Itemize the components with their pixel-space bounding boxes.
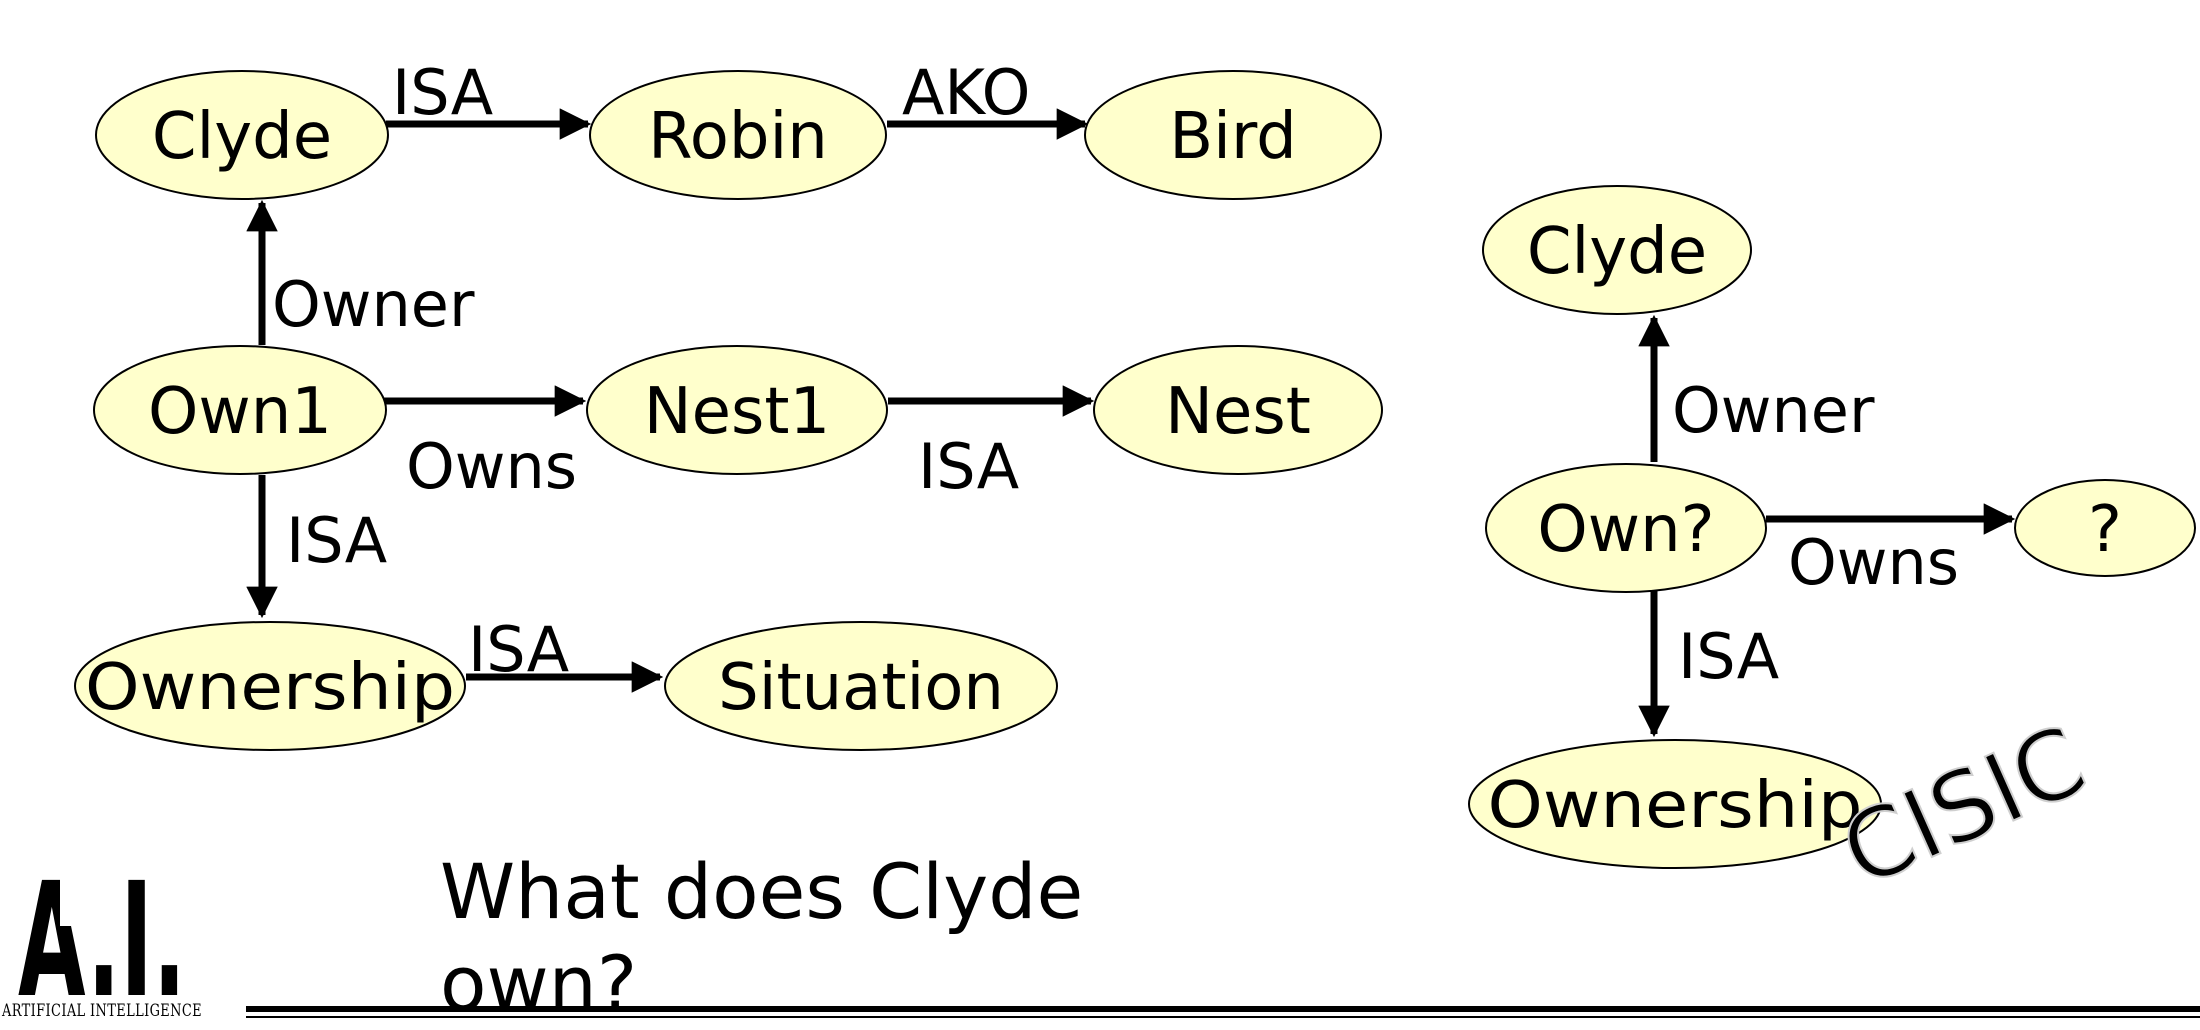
edge-label-own1-nest1: Owns: [406, 430, 577, 503]
node-nest: Nest: [1093, 345, 1383, 475]
node-right-ownership-label: Ownership: [1488, 769, 1863, 843]
edge-label-own-ownership: ISA: [1678, 620, 1779, 693]
edge-label-own1-clyde: Owner: [272, 268, 475, 341]
node-robin: Robin: [589, 70, 887, 200]
edge-label-robin-bird: AKO: [902, 56, 1030, 129]
node-ownership: Ownership: [74, 621, 466, 751]
node-robin-label: Robin: [648, 100, 828, 174]
node-situation: Situation: [664, 621, 1058, 751]
node-nest-label: Nest: [1165, 375, 1311, 449]
node-own-query: Own?: [1485, 463, 1767, 593]
edge-label-ownership-situation: ISA: [468, 613, 569, 686]
node-ownership-label: Ownership: [85, 651, 455, 725]
node-clyde-label: Clyde: [152, 100, 332, 174]
node-right-clyde: Clyde: [1482, 185, 1752, 315]
node-own1-label: Own1: [148, 375, 332, 449]
bottom-rule-thin: [246, 1016, 2200, 1018]
node-own-query-label: Own?: [1537, 493, 1714, 567]
edge-label-own-clyde: Owner: [1672, 374, 1875, 447]
edge-label-clyde-robin: ISA: [392, 56, 493, 129]
node-bird-label: Bird: [1169, 100, 1297, 174]
cisic-watermark: CISIC: [1826, 704, 2101, 909]
node-nest1: Nest1: [586, 345, 888, 475]
node-own1: Own1: [93, 345, 387, 475]
edge-label-own-unknown: Owns: [1788, 526, 1959, 599]
edge-label-nest1-nest: ISA: [918, 430, 1019, 503]
node-right-clyde-label: Clyde: [1527, 215, 1707, 289]
edge-label-own1-ownership: ISA: [286, 504, 387, 577]
question-text: What does Clyde own?: [440, 847, 1084, 1028]
node-situation-label: Situation: [718, 651, 1004, 725]
ai-logo-mark: A.I.: [18, 849, 186, 1022]
node-bird: Bird: [1084, 70, 1382, 200]
node-nest1-label: Nest1: [644, 375, 830, 449]
ai-logo-icon: A.I. ARTIFICIAL INTELLIGENCE: [1, 834, 202, 1022]
bottom-rule: [246, 1006, 2200, 1012]
node-unknown: ?: [2014, 479, 2196, 577]
node-clyde: Clyde: [95, 70, 389, 200]
node-unknown-label: ?: [2088, 493, 2122, 567]
node-right-ownership: Ownership: [1468, 739, 1882, 869]
ai-logo-caption: ARTIFICIAL INTELLIGENCE: [1, 1001, 202, 1021]
